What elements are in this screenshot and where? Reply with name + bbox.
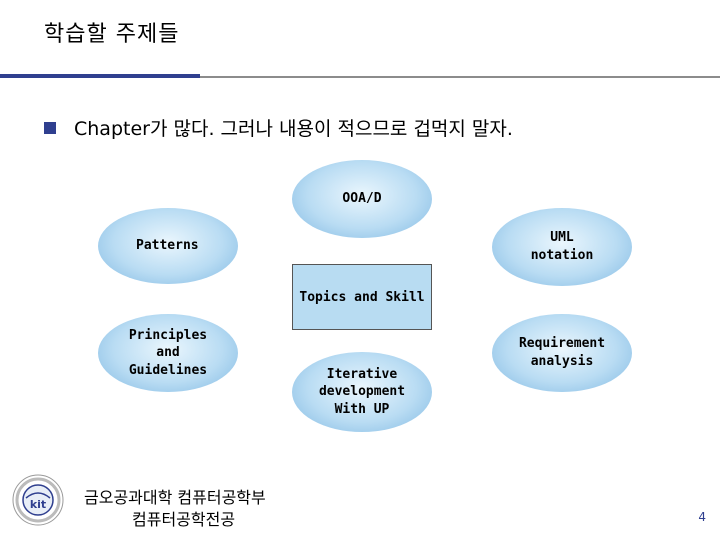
slide-title: 학습할 주제들 xyxy=(44,22,180,47)
square-bullet-icon xyxy=(44,121,56,134)
topic-uml-notation: UML notation xyxy=(492,208,632,286)
bullet-item: Chapter가 많다. 그러나 내용이 적으므로 겁먹지 말자. xyxy=(44,114,513,141)
logo-text: kit xyxy=(30,498,46,511)
title-rule-accent xyxy=(0,74,200,78)
center-topics-box: Topics and Skill xyxy=(292,264,432,330)
topic-principles: Principles and Guidelines xyxy=(98,314,238,392)
bullet-text: Chapter가 많다. 그러나 내용이 적으므로 겁먹지 말자. xyxy=(74,118,513,140)
footer-department: 컴퓨터공학전공 xyxy=(132,510,236,529)
topic-ooad: OOA/D xyxy=(292,160,432,238)
topic-iterative-development: Iterative development With UP xyxy=(292,352,432,432)
topic-requirement-analysis: Requirement analysis xyxy=(492,314,632,392)
footer-institution: 금오공과대학 컴퓨터공학부 xyxy=(84,488,266,507)
university-logo-icon: kit xyxy=(12,474,64,526)
topic-patterns: Patterns xyxy=(98,208,238,284)
page-number: 4 xyxy=(698,510,706,524)
title-rule xyxy=(200,76,720,78)
